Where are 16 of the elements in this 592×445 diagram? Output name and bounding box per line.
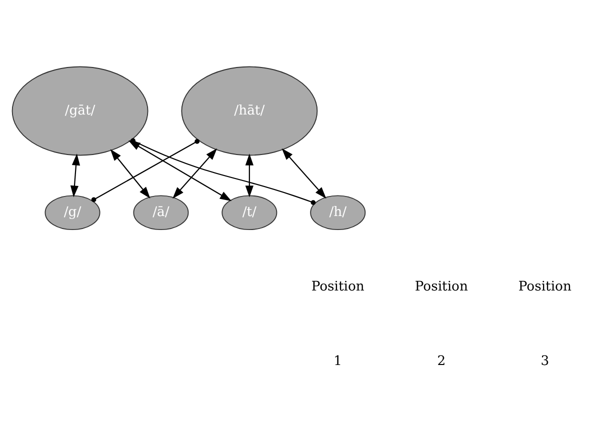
arrow [172,148,218,199]
label: Position [311,279,364,294]
node-ellipse: /gāt/ [12,66,148,156]
node-ellipse: /t/ [222,195,278,230]
arrow [245,154,254,198]
label: Position [518,279,572,294]
connector [130,138,316,205]
arrow [70,154,80,198]
label: Position [414,279,468,294]
node-ellipse: /hāt/ [181,66,318,156]
arrow [110,149,150,198]
label: 1 [334,354,342,369]
arrow [282,148,326,199]
label: 2 [437,354,446,369]
label: 3 [540,354,550,369]
node-ellipse: /ā/ [133,195,189,230]
